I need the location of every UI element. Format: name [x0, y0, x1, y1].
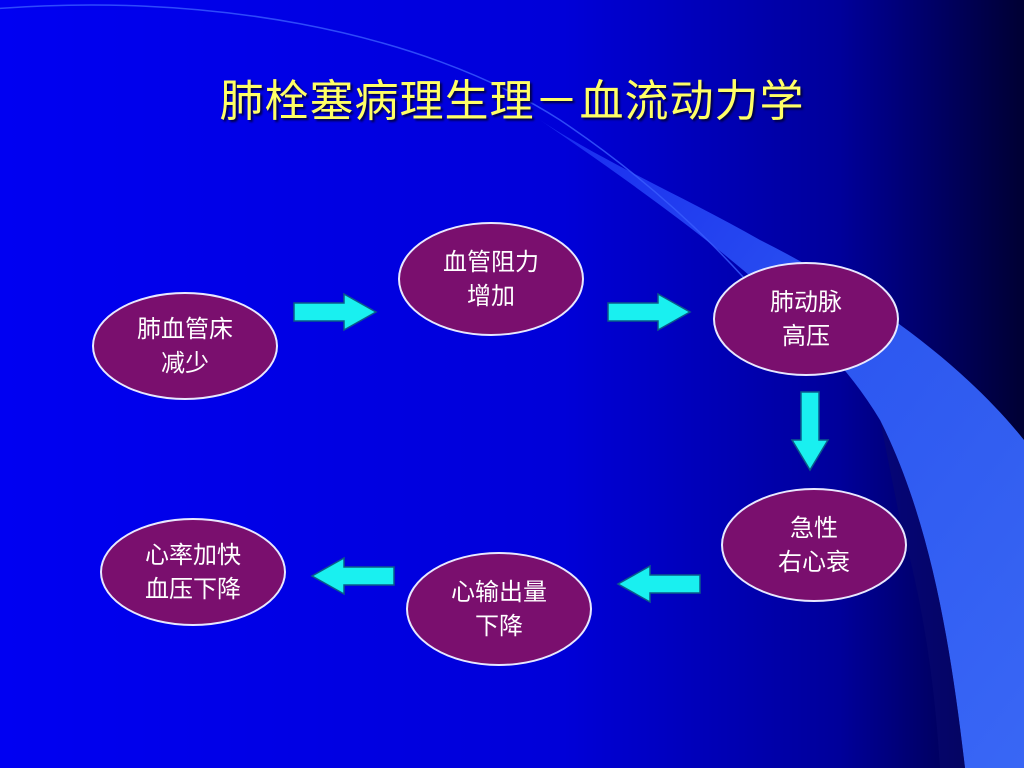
- node-cardiac-output-line-2: 下降: [475, 612, 523, 640]
- node-right-heart-failure-line-2: 右心衰: [778, 548, 850, 576]
- arrow-right-2: [607, 292, 692, 332]
- node-vascular-bed-line-2: 减少: [161, 349, 209, 377]
- node-cardiac-output-line-1: 心输出量: [451, 578, 547, 606]
- background-swoosh-shadow: [880, 420, 965, 768]
- node-right-heart-failure-line-1: 急性: [790, 514, 838, 542]
- background-swoosh: [540, 120, 1024, 768]
- node-tachycardia-hypotension: 心率加快 血压下降: [100, 518, 286, 626]
- node-resistance: 血管阻力 增加: [398, 222, 584, 336]
- arrow-left-2: [310, 556, 395, 596]
- arrow-right-1: [293, 292, 378, 332]
- node-cardiac-output: 心输出量 下降: [406, 552, 592, 666]
- arrow-left-1: [616, 564, 701, 604]
- node-tachycardia-hypotension-line-1: 心率加快: [145, 541, 241, 569]
- node-vascular-bed-line-1: 肺血管床: [137, 315, 233, 343]
- node-pulm-hypertension-line-2: 高压: [782, 322, 830, 350]
- node-vascular-bed: 肺血管床 减少: [92, 292, 278, 400]
- slide-title: 肺栓塞病理生理－血流动力学: [219, 76, 805, 127]
- node-resistance-line-2: 增加: [467, 282, 515, 310]
- arrow-down: [790, 391, 830, 472]
- node-tachycardia-hypotension-line-2: 血压下降: [145, 575, 241, 603]
- node-resistance-line-1: 血管阻力: [443, 248, 539, 276]
- node-pulm-hypertension: 肺动脉 高压: [713, 262, 899, 376]
- node-pulm-hypertension-line-1: 肺动脉: [770, 288, 842, 316]
- node-right-heart-failure: 急性 右心衰: [721, 488, 907, 602]
